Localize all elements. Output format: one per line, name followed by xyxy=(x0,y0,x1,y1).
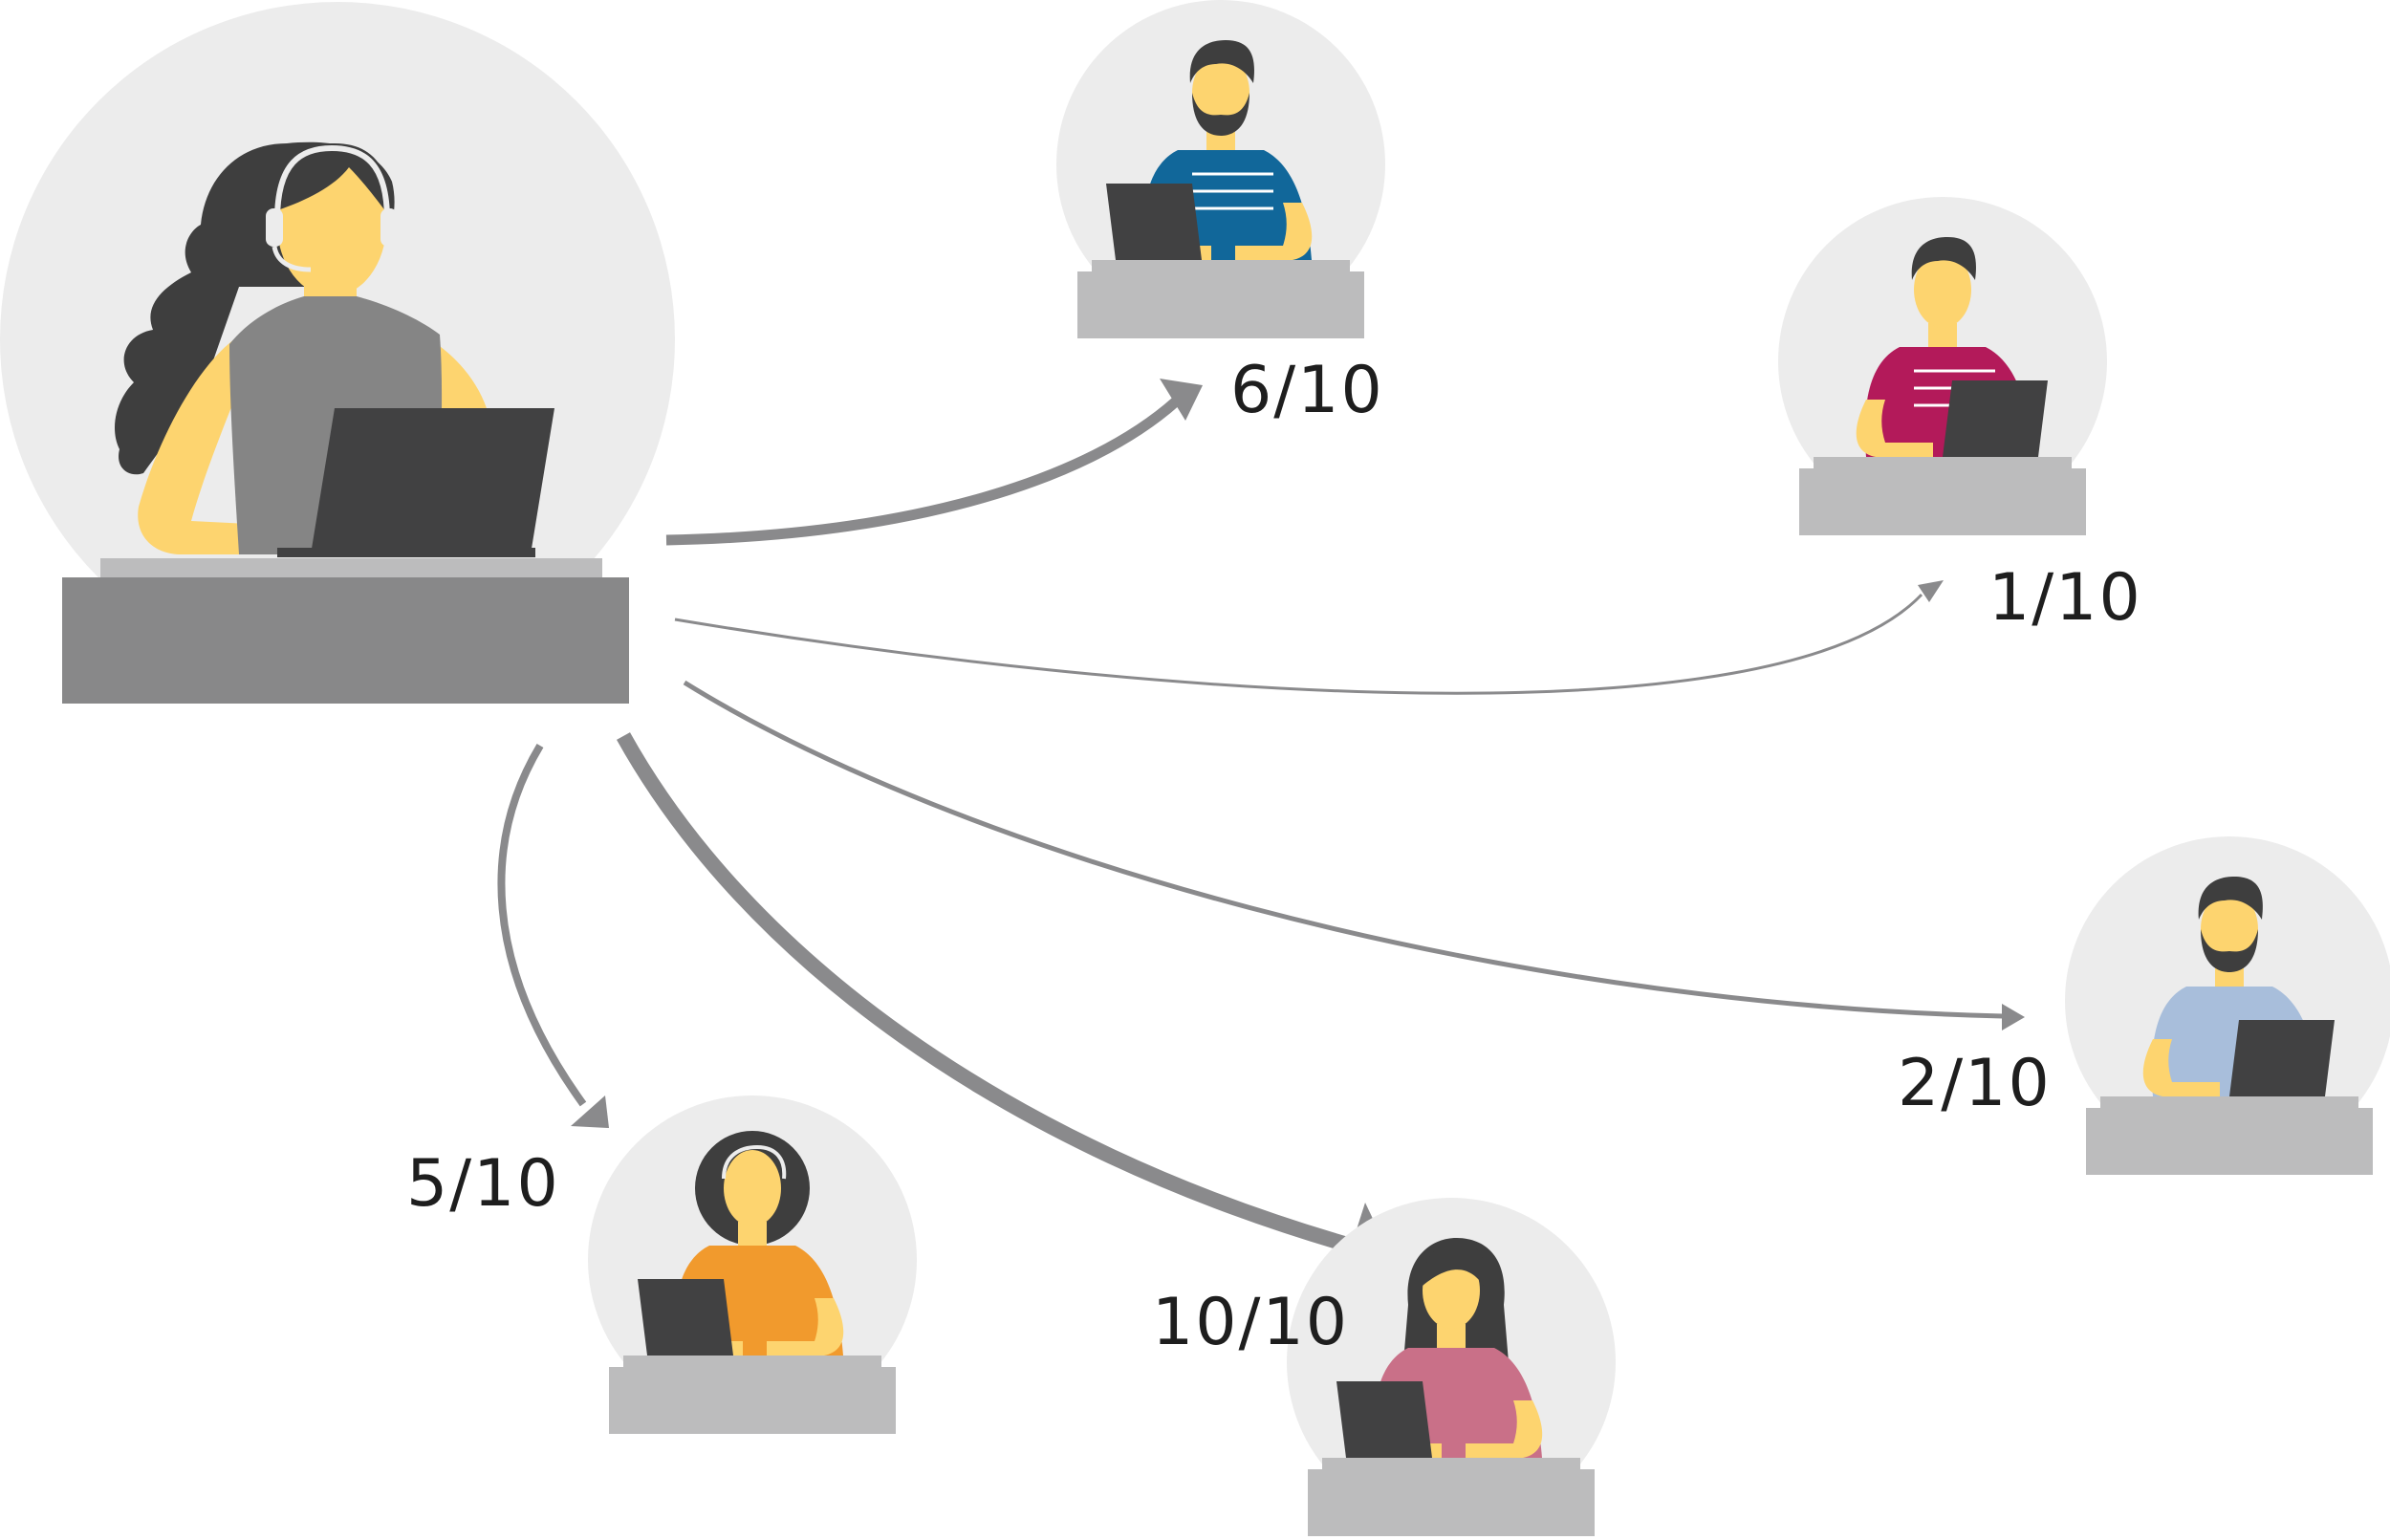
recipient-3 xyxy=(2065,836,2390,1175)
arrow-to-recipient-2 xyxy=(674,593,1923,695)
arrowhead-recipient-1 xyxy=(1160,379,1203,421)
recipient-5 xyxy=(588,1095,917,1434)
arrowhead-recipient-2 xyxy=(1918,580,1944,602)
recipient-2 xyxy=(1778,197,2107,535)
central-agent xyxy=(0,2,675,704)
arrows xyxy=(497,379,2025,1271)
recipient-4 xyxy=(1287,1198,1616,1536)
recipients xyxy=(588,0,2390,1536)
recipient-1 xyxy=(1056,0,1385,338)
label-recipient-4: 10/10 xyxy=(1152,1285,1349,1360)
label-recipient-5: 5/10 xyxy=(406,1146,560,1222)
label-recipient-1: 6/10 xyxy=(1230,353,1384,428)
arrow-to-recipient-5 xyxy=(497,743,587,1107)
label-recipient-3: 2/10 xyxy=(1898,1046,2052,1121)
arrow-to-recipient-1 xyxy=(665,397,1180,546)
arrow-to-recipient-3 xyxy=(683,680,2004,1019)
arrowhead-recipient-5 xyxy=(571,1095,609,1128)
label-recipient-2: 1/10 xyxy=(1988,560,2142,636)
arrow-to-recipient-4 xyxy=(617,732,1360,1255)
arrowhead-recipient-3 xyxy=(2002,1004,2025,1030)
